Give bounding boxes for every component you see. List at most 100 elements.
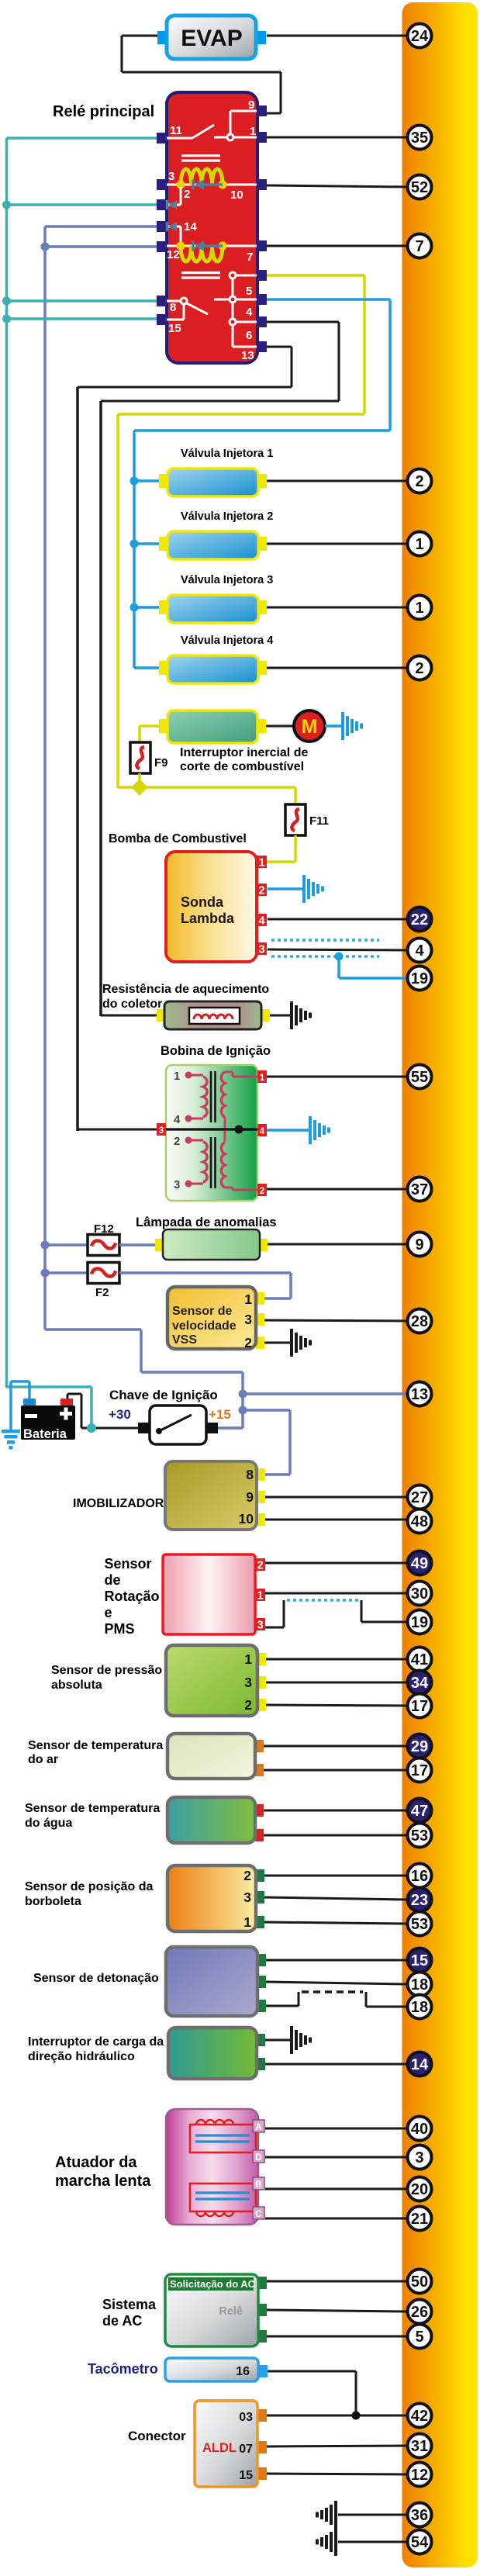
- svg-text:18: 18: [411, 1976, 428, 1993]
- svg-text:4: 4: [260, 1127, 265, 1136]
- svg-text:26: 26: [411, 2304, 428, 2321]
- svg-text:1: 1: [257, 1590, 263, 1603]
- svg-text:8: 8: [246, 1467, 254, 1482]
- svg-text:54: 54: [411, 2534, 429, 2551]
- svg-text:52: 52: [411, 179, 428, 196]
- svg-text:8: 8: [170, 301, 176, 314]
- svg-text:3: 3: [244, 1675, 252, 1690]
- svg-text:velocidade: velocidade: [172, 1319, 237, 1333]
- svg-text:3: 3: [415, 2149, 423, 2166]
- svg-text:Interruptor de carga da: Interruptor de carga da: [28, 2035, 164, 2049]
- svg-text:4: 4: [415, 942, 424, 960]
- svg-text:50: 50: [411, 2273, 428, 2291]
- svg-text:29: 29: [411, 1738, 428, 1755]
- svg-text:4: 4: [174, 1113, 181, 1126]
- svg-text:2: 2: [415, 473, 423, 490]
- svg-text:borboleta: borboleta: [25, 1895, 81, 1908]
- svg-text:03: 03: [239, 2411, 253, 2424]
- svg-text:do ar: do ar: [28, 1753, 58, 1766]
- svg-text:9: 9: [248, 99, 254, 112]
- svg-text:Bateria: Bateria: [23, 1427, 67, 1441]
- svg-text:15: 15: [411, 1952, 428, 1969]
- svg-text:16: 16: [411, 1868, 428, 1885]
- svg-text:direção hidráulico: direção hidráulico: [28, 2050, 135, 2063]
- svg-text:3: 3: [174, 1178, 180, 1191]
- svg-text:3: 3: [168, 170, 174, 183]
- svg-text:Conector: Conector: [128, 2429, 186, 2443]
- svg-text:17: 17: [411, 1762, 428, 1779]
- svg-text:Relê: Relê: [219, 2305, 243, 2318]
- svg-text:2: 2: [244, 1335, 252, 1350]
- svg-text:Lambda: Lambda: [181, 911, 235, 926]
- svg-text:do coletor: do coletor: [102, 998, 162, 1011]
- svg-text:M: M: [302, 716, 318, 738]
- svg-text:9: 9: [415, 1236, 423, 1253]
- svg-text:Sonda: Sonda: [181, 894, 224, 910]
- svg-text:Solicitação do AC: Solicitação do AC: [170, 2278, 256, 2290]
- svg-text:17: 17: [411, 1698, 428, 1715]
- svg-text:14: 14: [184, 220, 197, 233]
- svg-text:19: 19: [411, 1614, 428, 1631]
- svg-text:6: 6: [246, 329, 252, 342]
- svg-text:42: 42: [411, 2408, 428, 2425]
- svg-text:35: 35: [411, 130, 428, 147]
- svg-text:16: 16: [236, 2365, 250, 2378]
- svg-text:20: 20: [411, 2181, 428, 2198]
- svg-text:2: 2: [415, 660, 423, 677]
- svg-text:49: 49: [411, 1555, 428, 1572]
- svg-text:absoluta: absoluta: [51, 1679, 102, 1692]
- svg-text:27: 27: [411, 1489, 428, 1506]
- svg-text:2: 2: [184, 188, 190, 201]
- svg-text:23: 23: [411, 1892, 428, 1909]
- svg-text:Tacômetro: Tacômetro: [88, 2361, 158, 2377]
- svg-text:30: 30: [411, 1585, 428, 1603]
- svg-text:10: 10: [230, 188, 243, 202]
- svg-text:de AC: de AC: [102, 2313, 142, 2329]
- svg-text:31: 31: [411, 2438, 428, 2455]
- svg-text:Bobina de Ignição: Bobina de Ignição: [161, 1044, 271, 1058]
- svg-text:Rotação: Rotação: [105, 1589, 160, 1604]
- svg-text:Válvula Injetora 1: Válvula Injetora 1: [181, 448, 273, 460]
- svg-text:Relé principal: Relé principal: [53, 103, 154, 120]
- svg-text:10: 10: [239, 1511, 254, 1527]
- svg-text:VSS: VSS: [172, 1333, 197, 1347]
- svg-text:07: 07: [239, 2443, 253, 2456]
- svg-text:ALDL: ALDL: [202, 2441, 237, 2455]
- svg-text:3: 3: [159, 1126, 164, 1136]
- svg-text:1: 1: [174, 1070, 180, 1083]
- svg-text:36: 36: [411, 2507, 428, 2524]
- svg-text:Lâmpada de anomalias: Lâmpada de anomalias: [136, 1215, 277, 1229]
- svg-text:Sensor de detonação: Sensor de detonação: [33, 1972, 159, 1985]
- svg-text:B: B: [255, 2179, 262, 2190]
- svg-text:55: 55: [411, 1069, 428, 1086]
- svg-text:13: 13: [411, 1386, 428, 1403]
- svg-text:IMOBILIZADOR: IMOBILIZADOR: [73, 1497, 164, 1510]
- svg-text:Sensor de: Sensor de: [172, 1305, 232, 1318]
- svg-text:+30: +30: [109, 1407, 131, 1422]
- svg-text:+15: +15: [209, 1407, 231, 1422]
- svg-text:3: 3: [258, 944, 264, 956]
- svg-text:2: 2: [258, 885, 264, 897]
- svg-text:11: 11: [170, 124, 182, 137]
- svg-text:1: 1: [250, 125, 256, 138]
- svg-text:1: 1: [415, 536, 423, 553]
- svg-text:Sensor: Sensor: [105, 1556, 152, 1572]
- svg-text:12: 12: [167, 248, 180, 261]
- svg-text:Resistência de aquecimento: Resistência de aquecimento: [102, 983, 269, 996]
- svg-text:48: 48: [411, 1513, 428, 1530]
- svg-text:1: 1: [244, 1291, 252, 1307]
- svg-text:47: 47: [411, 1803, 428, 1820]
- svg-text:24: 24: [411, 28, 429, 45]
- svg-text:Sensor de temperatura: Sensor de temperatura: [28, 1739, 163, 1752]
- svg-text:de: de: [105, 1572, 121, 1588]
- svg-text:do água: do água: [25, 1817, 72, 1830]
- svg-text:Sensor de pressão: Sensor de pressão: [51, 1664, 162, 1677]
- svg-text:13: 13: [241, 349, 254, 362]
- svg-text:4: 4: [246, 306, 253, 319]
- svg-text:marcha lenta: marcha lenta: [55, 2173, 151, 2190]
- svg-text:Bomba de Combustivel: Bomba de Combustivel: [109, 832, 247, 845]
- svg-text:37: 37: [411, 1181, 428, 1198]
- svg-text:40: 40: [411, 2121, 428, 2138]
- svg-text:34: 34: [411, 1675, 429, 1692]
- svg-text:A: A: [255, 2121, 262, 2132]
